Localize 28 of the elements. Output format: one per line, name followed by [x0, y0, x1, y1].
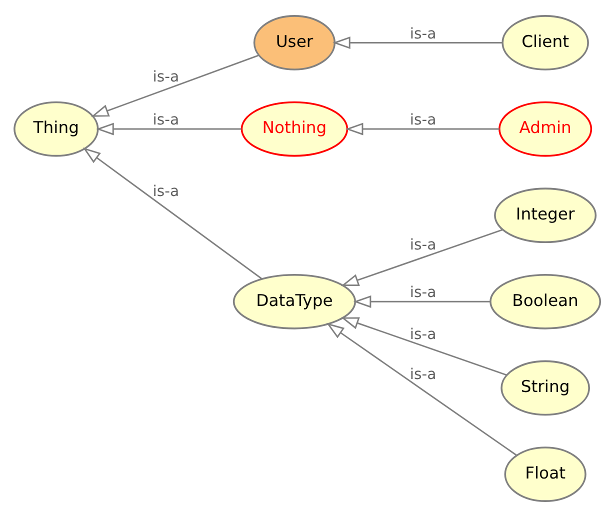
arrow	[332, 36, 502, 49]
arrow	[340, 229, 503, 286]
node-ellipse: User	[253, 15, 336, 70]
edge-label: is-a	[410, 283, 436, 302]
arrow	[326, 322, 517, 456]
edge-label: is-a	[152, 110, 180, 129]
arrow	[90, 54, 260, 117]
edge-label: is-a	[410, 110, 436, 129]
arrow	[345, 122, 500, 136]
arrow	[96, 122, 242, 136]
node-ellipse: String	[500, 360, 590, 416]
node-ellipse: Boolean	[490, 274, 602, 330]
node-ellipse: Integer	[494, 188, 597, 244]
edge-label: is-a	[410, 324, 436, 343]
edge-label: is-a	[152, 182, 180, 200]
node-ellipse: Float	[504, 446, 586, 502]
node-ellipse: Client	[502, 15, 589, 70]
edge-label: is-a	[410, 236, 436, 254]
node-ellipse: Thing	[14, 101, 99, 157]
node-ellipse: Admin	[498, 101, 592, 157]
arrow	[353, 295, 491, 308]
node-ellipse: DataType	[232, 274, 356, 330]
edge-label: is-a	[410, 24, 436, 42]
arrow	[82, 148, 262, 280]
edge-label: is-a	[152, 67, 180, 86]
arrow	[340, 317, 507, 376]
node-ellipse: Nothing	[240, 101, 348, 157]
edge-label: is-a	[410, 365, 436, 384]
